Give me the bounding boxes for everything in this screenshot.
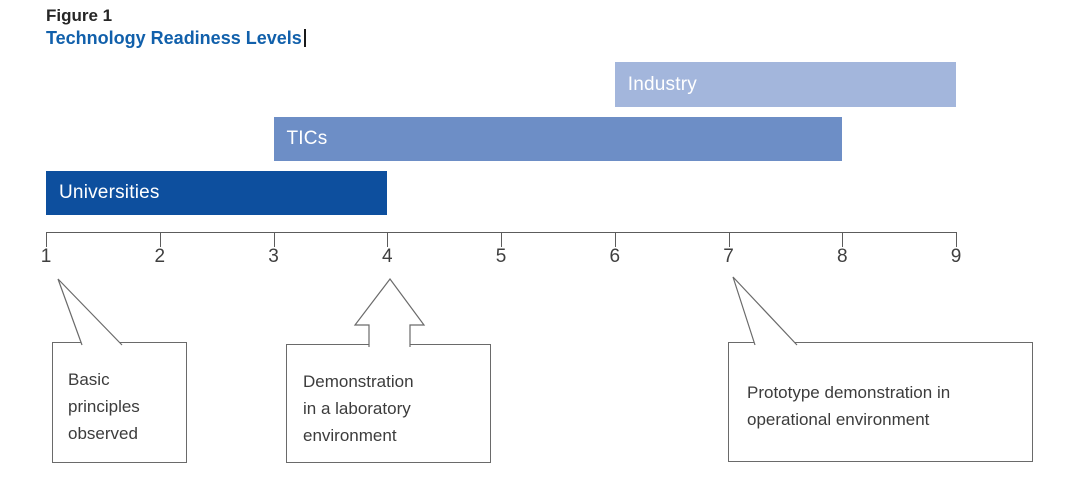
axis-tick-label: 7 [723, 246, 734, 267]
axis-tick [842, 232, 844, 247]
axis-tick [614, 232, 616, 247]
axis-tick-label: 6 [609, 246, 621, 267]
axis-tick [728, 232, 730, 247]
callout-text-line: Prototype demonstration in [747, 383, 951, 402]
axis-tick-label: 5 [495, 246, 507, 267]
axis-tick [46, 232, 47, 247]
figure-title[interactable]: Technology Readiness Levels [46, 28, 306, 49]
axis-tick [501, 232, 502, 247]
axis-tick [273, 232, 275, 247]
callout-text-line: operational environment [747, 410, 930, 429]
callout-text-line: observed [68, 424, 138, 443]
text-cursor-caret [303, 29, 306, 47]
callout-text-line: Demonstration [303, 372, 414, 391]
bar-industry-label: Industry [627, 73, 697, 95]
axis-tick-label: 8 [836, 246, 848, 267]
callout-lab-demonstration: Demonstration in a laboratory environmen… [286, 344, 491, 463]
callout-text-line: environment [303, 426, 397, 445]
callout-text-line: principles [68, 397, 140, 416]
callout-prototype-demonstration: Prototype demonstration in operational e… [728, 342, 1033, 462]
axis-tick-label: 4 [381, 246, 393, 267]
callout-text-line: Basic [68, 370, 110, 389]
bar-universities-label: Universities [59, 182, 160, 203]
axis-tick-label: 9 [950, 246, 962, 267]
figure-label: Figure 1 [46, 6, 113, 25]
figure-title-text: Technology Readiness Levels [46, 28, 302, 48]
callout-basic-principles: Basic principles observed [52, 342, 187, 463]
bar-industry: Industry [614, 62, 956, 107]
bar-tics-label: TICs [286, 128, 328, 149]
axis-tick-label: 3 [268, 246, 279, 267]
callout-text-line: in a laboratory [303, 399, 411, 418]
bar-universities: Universities [46, 171, 388, 215]
axis-tick [159, 232, 161, 247]
bar-tics: TICs [273, 117, 843, 161]
axis-tick [387, 232, 389, 247]
axis-tick-label: 1 [40, 246, 52, 267]
axis-tick-label: 2 [154, 246, 166, 267]
axis-tick [956, 232, 957, 247]
